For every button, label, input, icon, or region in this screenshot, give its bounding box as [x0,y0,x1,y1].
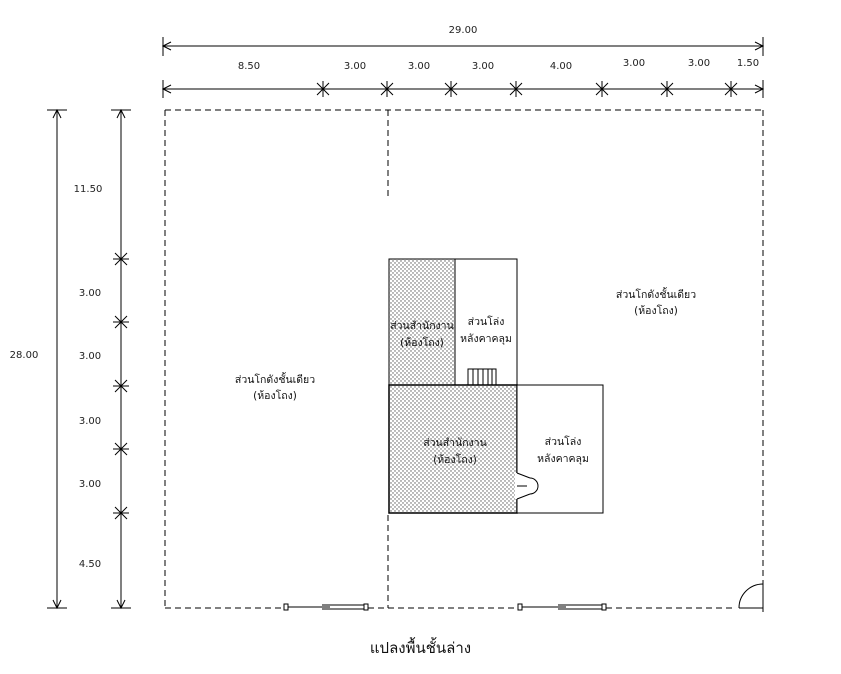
room-label-office-upper: ส่วนสำนักงาน (ห้องโถง) [390,320,454,349]
overall-width-label: 29.00 [449,25,478,36]
open-upper-sub: หลังคาคลุม [460,333,512,345]
width-segment-6: 3.00 [623,58,645,69]
width-segment-4: 3.00 [472,61,494,72]
depth-segment-6: 4.50 [79,559,101,570]
room-label-storage-left: ส่วนโกดังชั้นเดียว (ห้องโถง) [235,372,315,402]
sliding-door-right [517,603,607,611]
open-lower-sub: หลังคาคลุม [537,453,589,465]
open-upper-name: ส่วนโล่ง [468,315,505,328]
overall-depth-dimension: 28.00 [10,108,67,610]
open-area-upper [454,258,518,386]
width-segment-3: 3.00 [408,61,430,72]
office-lower-sub: (ห้องโถง) [433,453,477,466]
room-label-storage-right: ส่วนโกดังชั้นเดียว (ห้องโถง) [616,287,696,317]
room-label-office-lower: ส่วนสำนักงาน (ห้องโถง) [423,437,487,466]
storage-left-name: ส่วนโกดังชั้นเดียว [235,372,315,386]
swing-door-corner [738,582,764,612]
office-upper-name: ส่วนสำนักงาน [390,320,454,332]
width-segment-5: 4.00 [550,61,572,72]
segment-width-dimensions: 8.50 3.00 3.00 3.00 4.00 3.00 3.00 1.50 [161,58,765,98]
storage-left-sub: (ห้องโถง) [253,389,297,402]
open-lower-name: ส่วนโล่ง [545,435,582,448]
room-label-open-lower: ส่วนโล่ง หลังคาคลุม [537,435,589,465]
sliding-door-left [283,603,369,611]
office-upper-sub: (ห้องโถง) [400,336,444,349]
stair-icon [467,368,497,386]
depth-segment-1: 11.50 [74,184,103,195]
depth-segment-3: 3.00 [79,351,101,362]
width-segment-1: 8.50 [238,61,260,72]
double-door-icon [515,472,539,500]
depth-segment-2: 3.00 [79,288,101,299]
office-lower-area [388,384,518,514]
depth-segment-5: 3.00 [79,479,101,490]
overall-depth-label: 28.00 [10,350,39,361]
width-segment-2: 3.00 [344,61,366,72]
room-label-open-upper: ส่วนโล่ง หลังคาคลุม [460,315,512,345]
storage-right-sub: (ห้องโถง) [634,304,678,317]
office-lower-name: ส่วนสำนักงาน [423,437,487,449]
overall-width-dimension: 29.00 [161,25,765,56]
width-segment-8: 1.50 [737,58,759,69]
width-segment-7: 3.00 [688,58,710,69]
segment-depth-dimensions: 11.50 3.00 3.00 3.00 3.00 4.50 [74,108,131,610]
building-outline [164,109,764,609]
depth-segment-4: 3.00 [79,416,101,427]
drawing-title: แปลงพื้นชั้นล่าง [369,639,472,657]
open-area-lower [516,384,604,514]
office-upper-area [388,258,456,386]
storage-right-name: ส่วนโกดังชั้นเดียว [616,287,696,301]
